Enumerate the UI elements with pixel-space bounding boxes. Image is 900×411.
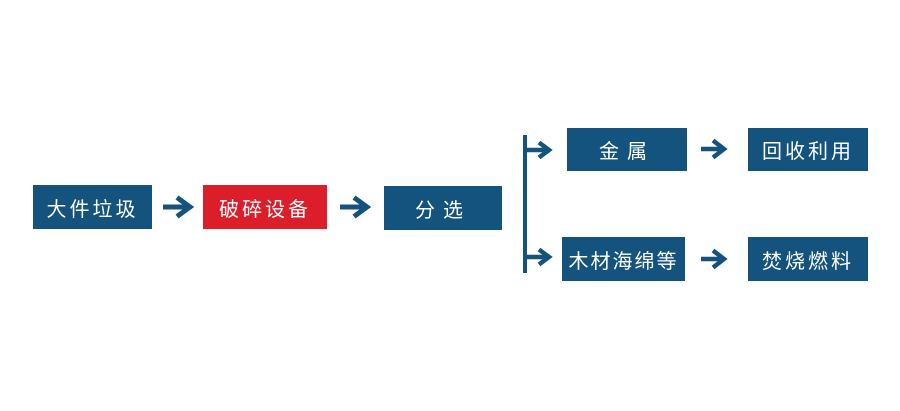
node-crushing-equipment: 破碎设备 [203, 185, 327, 229]
node-crushing-equipment-label: 破碎设备 [219, 198, 311, 221]
right-arrow-icon [340, 195, 372, 219]
node-wood-sponge: 木材海绵等 [562, 237, 685, 281]
right-arrow-icon [701, 248, 728, 270]
right-arrow-icon [701, 138, 728, 160]
branch-connector-line [523, 135, 527, 273]
node-incineration-fuel: 焚烧燃料 [748, 237, 868, 281]
node-bulky-waste: 大件垃圾 [33, 185, 152, 229]
node-recycling-label: 回收利用 [762, 141, 854, 163]
node-bulky-waste-label: 大件垃圾 [46, 198, 139, 221]
node-wood-sponge-label: 木材海绵等 [568, 250, 679, 273]
node-sorting: 分选 [384, 186, 502, 230]
node-metal: 金属 [567, 128, 687, 171]
right-arrow-icon [163, 195, 195, 219]
node-metal-label: 金属 [599, 141, 655, 163]
branch-right-arrow-icon [527, 247, 553, 267]
node-recycling: 回收利用 [748, 128, 868, 171]
node-sorting-label: 分选 [415, 199, 471, 222]
node-incineration-fuel-label: 焚烧燃料 [762, 250, 854, 273]
branch-right-arrow-icon [527, 140, 553, 160]
